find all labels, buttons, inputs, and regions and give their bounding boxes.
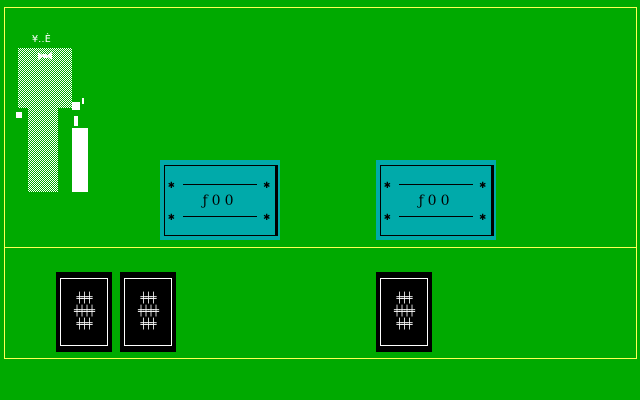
asterisk-icon: ✱ (384, 178, 391, 191)
asterisk-icon: ✱ (479, 210, 486, 223)
dealer-figure: ¥‥È (14, 28, 94, 198)
player-card-1[interactable]: ╪╪╪ ╪╪╪╪ ╪╪╪ (56, 272, 112, 352)
asterisk-icon: ✱ (263, 210, 270, 223)
asterisk-icon: ✱ (479, 178, 486, 191)
bill-border: ✱ ✱ ✱ ✱ ƒ00 (164, 165, 278, 236)
card-back-pattern: ╪╪╪ ╪╪╪╪ ╪╪╪ (393, 293, 415, 330)
bill-border: ✱ ✱ ✱ ✱ ƒ00 (380, 165, 494, 236)
asterisk-icon: ✱ (384, 210, 391, 223)
table-top-frame (4, 7, 637, 248)
asterisk-icon: ✱ (263, 178, 270, 191)
asterisk-icon: ✱ (168, 178, 175, 191)
dealer-label: ¥‥È (32, 32, 51, 45)
bill-amount: ƒ00 (202, 193, 238, 209)
asterisk-icon: ✱ (168, 210, 175, 223)
bill-amount: ƒ00 (418, 193, 454, 209)
dealer-figure-icon: ¥‥È (16, 32, 88, 192)
card-back-pattern: ╪╪╪ ╪╪╪╪ ╪╪╪ (73, 293, 95, 330)
opponent-card-1[interactable]: ╪╪╪ ╪╪╪╪ ╪╪╪ (376, 272, 432, 352)
player-area-frame (4, 247, 637, 359)
bet-bill-left: ✱ ✱ ✱ ✱ ƒ00 (160, 160, 280, 240)
player-card-2[interactable]: ╪╪╪ ╪╪╪╪ ╪╪╪ (120, 272, 176, 352)
card-back-pattern: ╪╪╪ ╪╪╪╪ ╪╪╪ (137, 293, 159, 330)
bet-bill-right: ✱ ✱ ✱ ✱ ƒ00 (376, 160, 496, 240)
